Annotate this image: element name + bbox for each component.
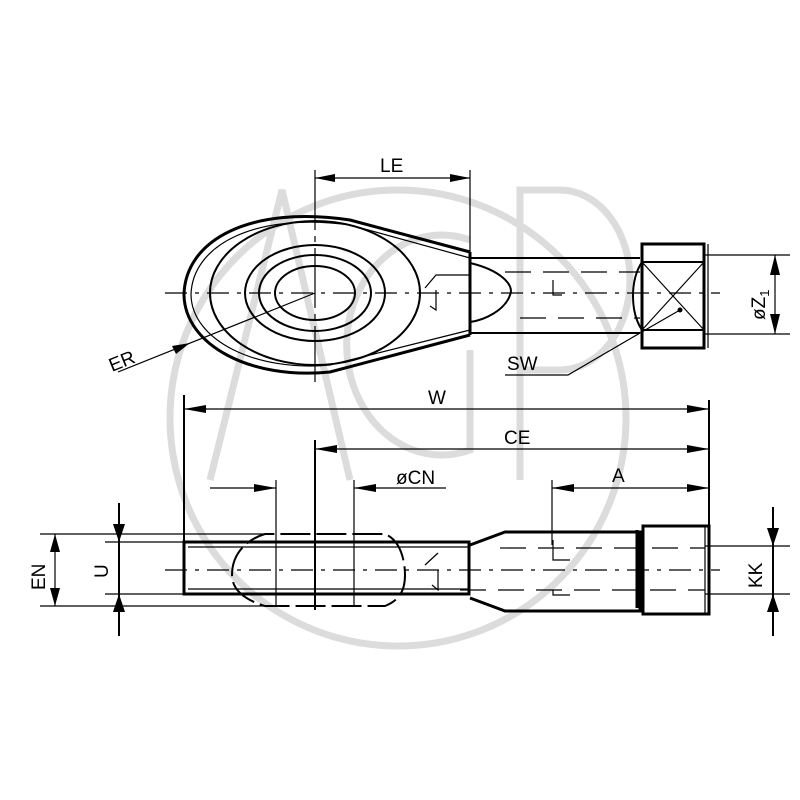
label-sw: SW [507, 354, 538, 375]
label-u: U [92, 564, 113, 578]
dimension-u: U [92, 503, 184, 636]
dimension-a: A [551, 466, 709, 545]
label-ce: CE [504, 428, 530, 449]
dimension-z1: øZ1 [704, 254, 790, 335]
label-z1: øZ1 [749, 290, 772, 320]
dimension-en: EN [29, 533, 265, 607]
label-en: EN [29, 564, 50, 590]
top-view [165, 170, 720, 382]
dimension-w: W [183, 388, 710, 542]
side-view [165, 440, 720, 616]
label-er: ER [106, 347, 138, 376]
label-w: W [428, 388, 446, 409]
label-le: LE [380, 156, 403, 177]
dimension-le: LE [315, 156, 471, 252]
dimension-cn: øCN [210, 468, 446, 492]
dimension-sw: SW [505, 309, 681, 376]
label-cn: øCN [396, 468, 435, 489]
watermark-agp [166, 186, 634, 650]
dimension-ce: CE [315, 428, 709, 453]
label-kk: KK [746, 562, 767, 588]
dimension-kk: KK [705, 507, 790, 636]
label-a: A [612, 466, 625, 487]
